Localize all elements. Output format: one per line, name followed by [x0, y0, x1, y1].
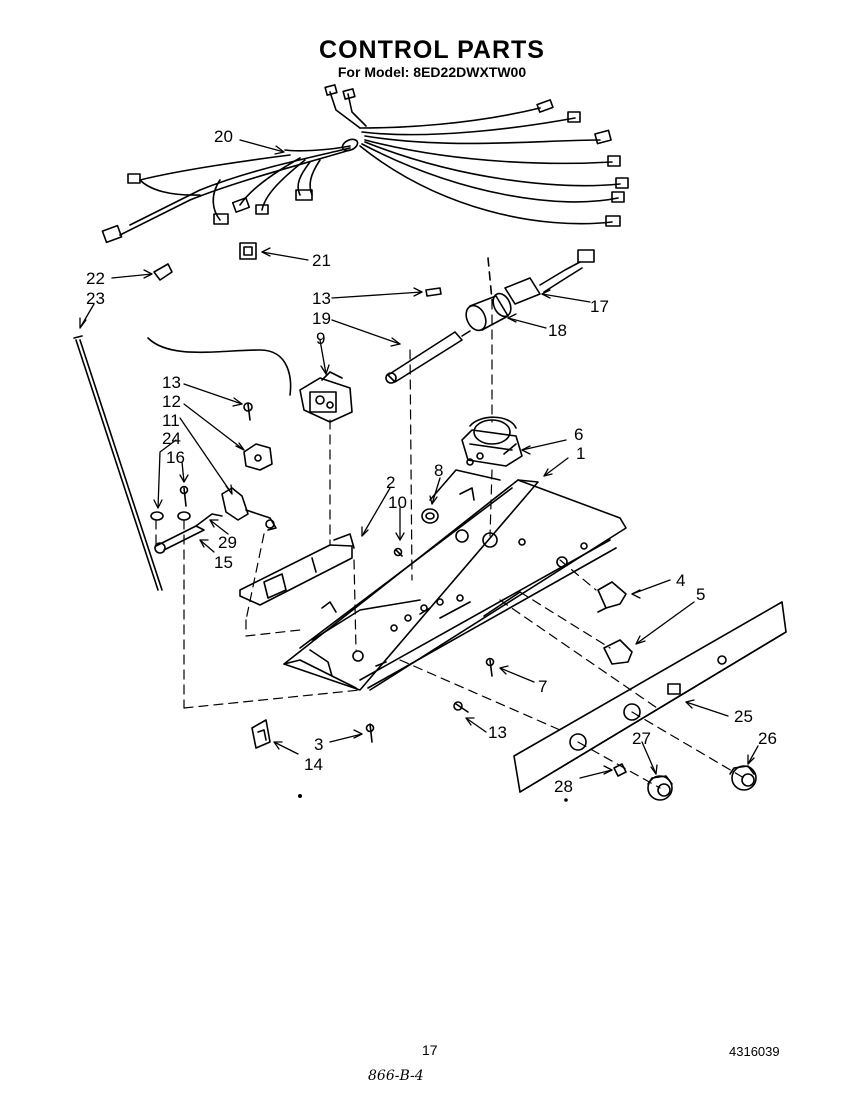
- switch-4: [597, 581, 627, 613]
- wire-harness: [101, 84, 629, 244]
- callout-26: 26: [758, 729, 777, 748]
- assembly-lines: [155, 299, 745, 789]
- socket-17: [504, 249, 595, 305]
- model-subtitle: For Model: 8ED22DWXTW00: [337, 64, 527, 80]
- callout-19: 19: [312, 309, 331, 328]
- callout-14: 14: [304, 755, 323, 774]
- callout-13-left: 13: [162, 373, 181, 392]
- callout-13-top: 13: [312, 289, 331, 308]
- callout-27: 27: [632, 729, 651, 748]
- bracket-22: [153, 263, 173, 281]
- bracket-12: [243, 443, 273, 471]
- clip-14: [251, 719, 271, 749]
- screw-3: [365, 723, 375, 743]
- screw-13-left: [243, 402, 253, 421]
- screw-10: [393, 547, 403, 557]
- callout-20: 20: [214, 127, 233, 146]
- callout-8: 8: [434, 461, 444, 480]
- callout-11: 11: [162, 411, 180, 430]
- callout-15: 15: [214, 553, 233, 572]
- callout-5: 5: [696, 585, 706, 604]
- clip-21: [239, 242, 257, 260]
- page-title: CONTROL PARTS: [319, 36, 545, 64]
- callout-9: 9: [316, 329, 326, 348]
- lever-11: [221, 487, 277, 531]
- screw-7: [485, 657, 495, 677]
- callout-12: 12: [162, 392, 181, 411]
- thermostat-6: [461, 416, 523, 467]
- grommet-8: [421, 508, 439, 524]
- knob-26: [729, 765, 757, 791]
- switch-5: [603, 639, 633, 665]
- callout-29: 29: [218, 533, 237, 552]
- screw-13-top: [425, 287, 442, 297]
- callout-13-lower: 13: [488, 723, 507, 742]
- handwritten-note: 866-B-4: [368, 1068, 424, 1084]
- callout-25: 25: [734, 707, 753, 726]
- screw-16: [179, 485, 189, 507]
- control-panel-25: [513, 601, 787, 793]
- rod-23: [73, 335, 163, 591]
- leader-lines: [79, 139, 759, 779]
- knob-27: [647, 775, 673, 801]
- callout-28: 28: [554, 777, 573, 796]
- callout-16: 16: [166, 448, 185, 467]
- callout-3: 3: [314, 735, 324, 754]
- callout-21: 21: [312, 251, 331, 270]
- callout-22: 22: [86, 269, 105, 288]
- washer-24: [150, 511, 191, 521]
- callout-6: 6: [574, 425, 584, 444]
- callout-18: 18: [548, 321, 567, 340]
- document-number: 4316039: [729, 1044, 780, 1059]
- control-housing-1: [283, 469, 627, 691]
- callout-7: 7: [538, 677, 548, 696]
- bulb-housing-18: [465, 292, 512, 332]
- callout-23: 23: [86, 289, 105, 308]
- callout-10: 10: [388, 493, 407, 512]
- callout-2: 2: [386, 473, 396, 492]
- callout-17: 17: [590, 297, 609, 316]
- sensor-tube-19: [385, 330, 471, 384]
- callout-4: 4: [676, 571, 686, 590]
- callout-1: 1: [576, 444, 586, 463]
- switch-9: [147, 337, 353, 423]
- callout-24: 24: [162, 429, 181, 448]
- page-number: 17: [422, 1042, 438, 1058]
- screw-13-lower: [453, 701, 469, 713]
